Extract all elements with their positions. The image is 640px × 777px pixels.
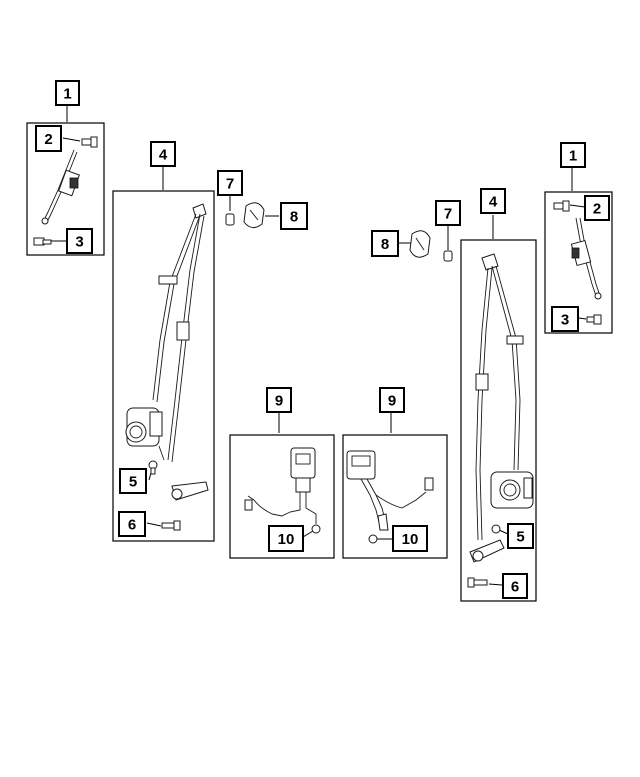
right-lower-anchor [469, 539, 505, 563]
svg-text:2: 2 [593, 201, 601, 218]
right-bolt-6 [467, 577, 488, 588]
callout-right-7: 7 [435, 200, 461, 226]
callout-left-10: 10 [268, 525, 304, 552]
svg-text:10: 10 [278, 531, 295, 548]
svg-text:5: 5 [516, 529, 524, 546]
callout-left-5: 5 [119, 468, 147, 494]
svg-text:10: 10 [402, 531, 419, 548]
left-group-1-box [26, 122, 105, 256]
callout-left-6: 6 [118, 511, 146, 537]
right-group-4-box [460, 239, 537, 602]
right-trim-cover-8 [409, 230, 431, 258]
right-bolt-3 [586, 314, 602, 325]
left-seat-belt-assembly [125, 203, 209, 501]
svg-text:8: 8 [290, 209, 298, 226]
svg-text:7: 7 [444, 206, 452, 223]
right-height-adjuster-group [544, 168, 613, 334]
left-height-adjuster [41, 149, 80, 225]
right-buckle-assembly [346, 450, 434, 531]
right-nut-10 [368, 534, 378, 544]
callout-left-3: 3 [66, 228, 93, 254]
right-bolt-2 [553, 200, 570, 212]
callout-right-10: 10 [392, 525, 428, 552]
left-group-9-box [229, 434, 335, 559]
left-bolt-2 [81, 136, 98, 148]
right-seat-belt-assembly [469, 253, 534, 563]
left-bolt-6 [161, 520, 181, 531]
right-nut-7 [443, 250, 453, 262]
svg-text:9: 9 [388, 393, 396, 410]
callout-left-4: 4 [150, 141, 176, 167]
right-retractor [490, 471, 534, 509]
callout-right-3: 3 [551, 306, 579, 332]
callout-right-6: 6 [502, 573, 528, 599]
svg-text:5: 5 [129, 474, 137, 491]
left-buckle-assembly [244, 447, 317, 524]
right-retractor-group [460, 215, 537, 602]
right-group-9-box [342, 434, 448, 559]
callout-left-9: 9 [266, 387, 292, 413]
svg-text:1: 1 [569, 148, 577, 165]
right-height-adjuster [570, 217, 602, 300]
svg-text:7: 7 [226, 176, 234, 193]
left-lower-anchor [171, 481, 209, 501]
svg-text:9: 9 [275, 393, 283, 410]
svg-text:6: 6 [128, 517, 136, 534]
callout-left-1: 1 [55, 80, 80, 106]
right-group-1-box [544, 191, 613, 334]
callout-right-4: 4 [480, 188, 506, 214]
callout-left-2: 2 [35, 125, 62, 152]
right-bolt-5 [491, 524, 501, 534]
svg-text:8: 8 [381, 236, 389, 253]
left-retractor-group [112, 167, 215, 542]
left-bolt-3 [33, 237, 52, 246]
callout-right-2: 2 [584, 195, 610, 221]
callout-left-8: 8 [280, 202, 308, 230]
left-retractor [125, 407, 165, 461]
callout-right-8: 8 [371, 230, 399, 257]
svg-text:1: 1 [63, 86, 71, 103]
callout-right-9: 9 [379, 387, 405, 413]
svg-text:3: 3 [75, 234, 83, 251]
left-height-adjuster-group [26, 106, 105, 256]
callout-left-7: 7 [217, 170, 243, 196]
left-nut-7 [225, 213, 235, 226]
callout-right-1: 1 [560, 142, 586, 168]
left-bolt-5 [148, 460, 158, 475]
left-nut-10 [311, 524, 321, 534]
left-group-4-box [112, 190, 215, 542]
svg-text:2: 2 [44, 131, 52, 148]
callout-right-5: 5 [507, 523, 534, 549]
left-trim-cover-8 [243, 202, 265, 228]
svg-text:3: 3 [561, 312, 569, 329]
svg-text:4: 4 [159, 147, 168, 164]
svg-text:4: 4 [489, 194, 498, 211]
svg-text:6: 6 [511, 579, 519, 596]
